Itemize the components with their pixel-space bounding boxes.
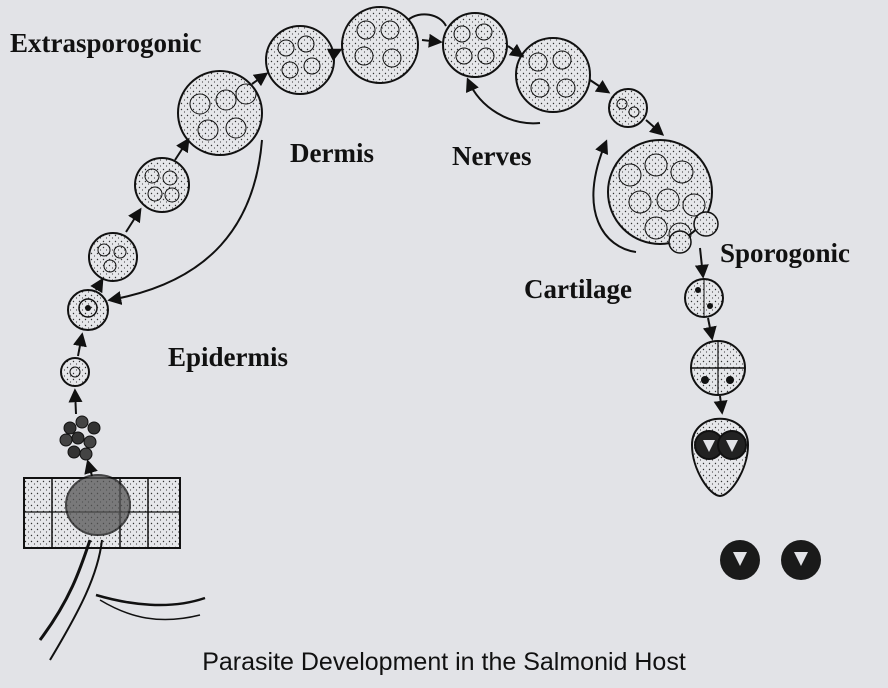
- stage-cell: [178, 71, 262, 155]
- mature-spore: [692, 419, 748, 496]
- free-spores: [720, 540, 821, 580]
- epithelium-tissue: [24, 475, 205, 660]
- sporoblast: [685, 279, 723, 317]
- dermis-label: Dermis: [290, 140, 374, 167]
- stage-cell: [266, 26, 334, 94]
- sporogonic-cells: [608, 140, 821, 580]
- stage-cell: [135, 158, 189, 212]
- extrasporogonic-label: Extrasporogonic: [10, 30, 202, 57]
- stage-cell: [61, 358, 89, 386]
- nerves-label: Nerves: [452, 143, 531, 170]
- sporogonic-label: Sporogonic: [720, 240, 850, 267]
- stage-cell: [68, 290, 108, 330]
- stage-cell: [342, 7, 446, 83]
- figure-caption: Parasite Development in the Salmonid Hos…: [0, 650, 888, 675]
- stage-cell: [516, 38, 590, 112]
- stage-cell: [89, 233, 137, 281]
- stage-cell: [609, 89, 647, 127]
- sporoplasm-cluster: [60, 416, 100, 460]
- plasmodium: [608, 140, 718, 253]
- cartilage-label: Cartilage: [524, 276, 632, 303]
- extrasporogonic-cells: [61, 7, 647, 386]
- stage-cell: [443, 13, 507, 77]
- epidermis-label: Epidermis: [168, 344, 288, 371]
- early-spore: [691, 341, 745, 395]
